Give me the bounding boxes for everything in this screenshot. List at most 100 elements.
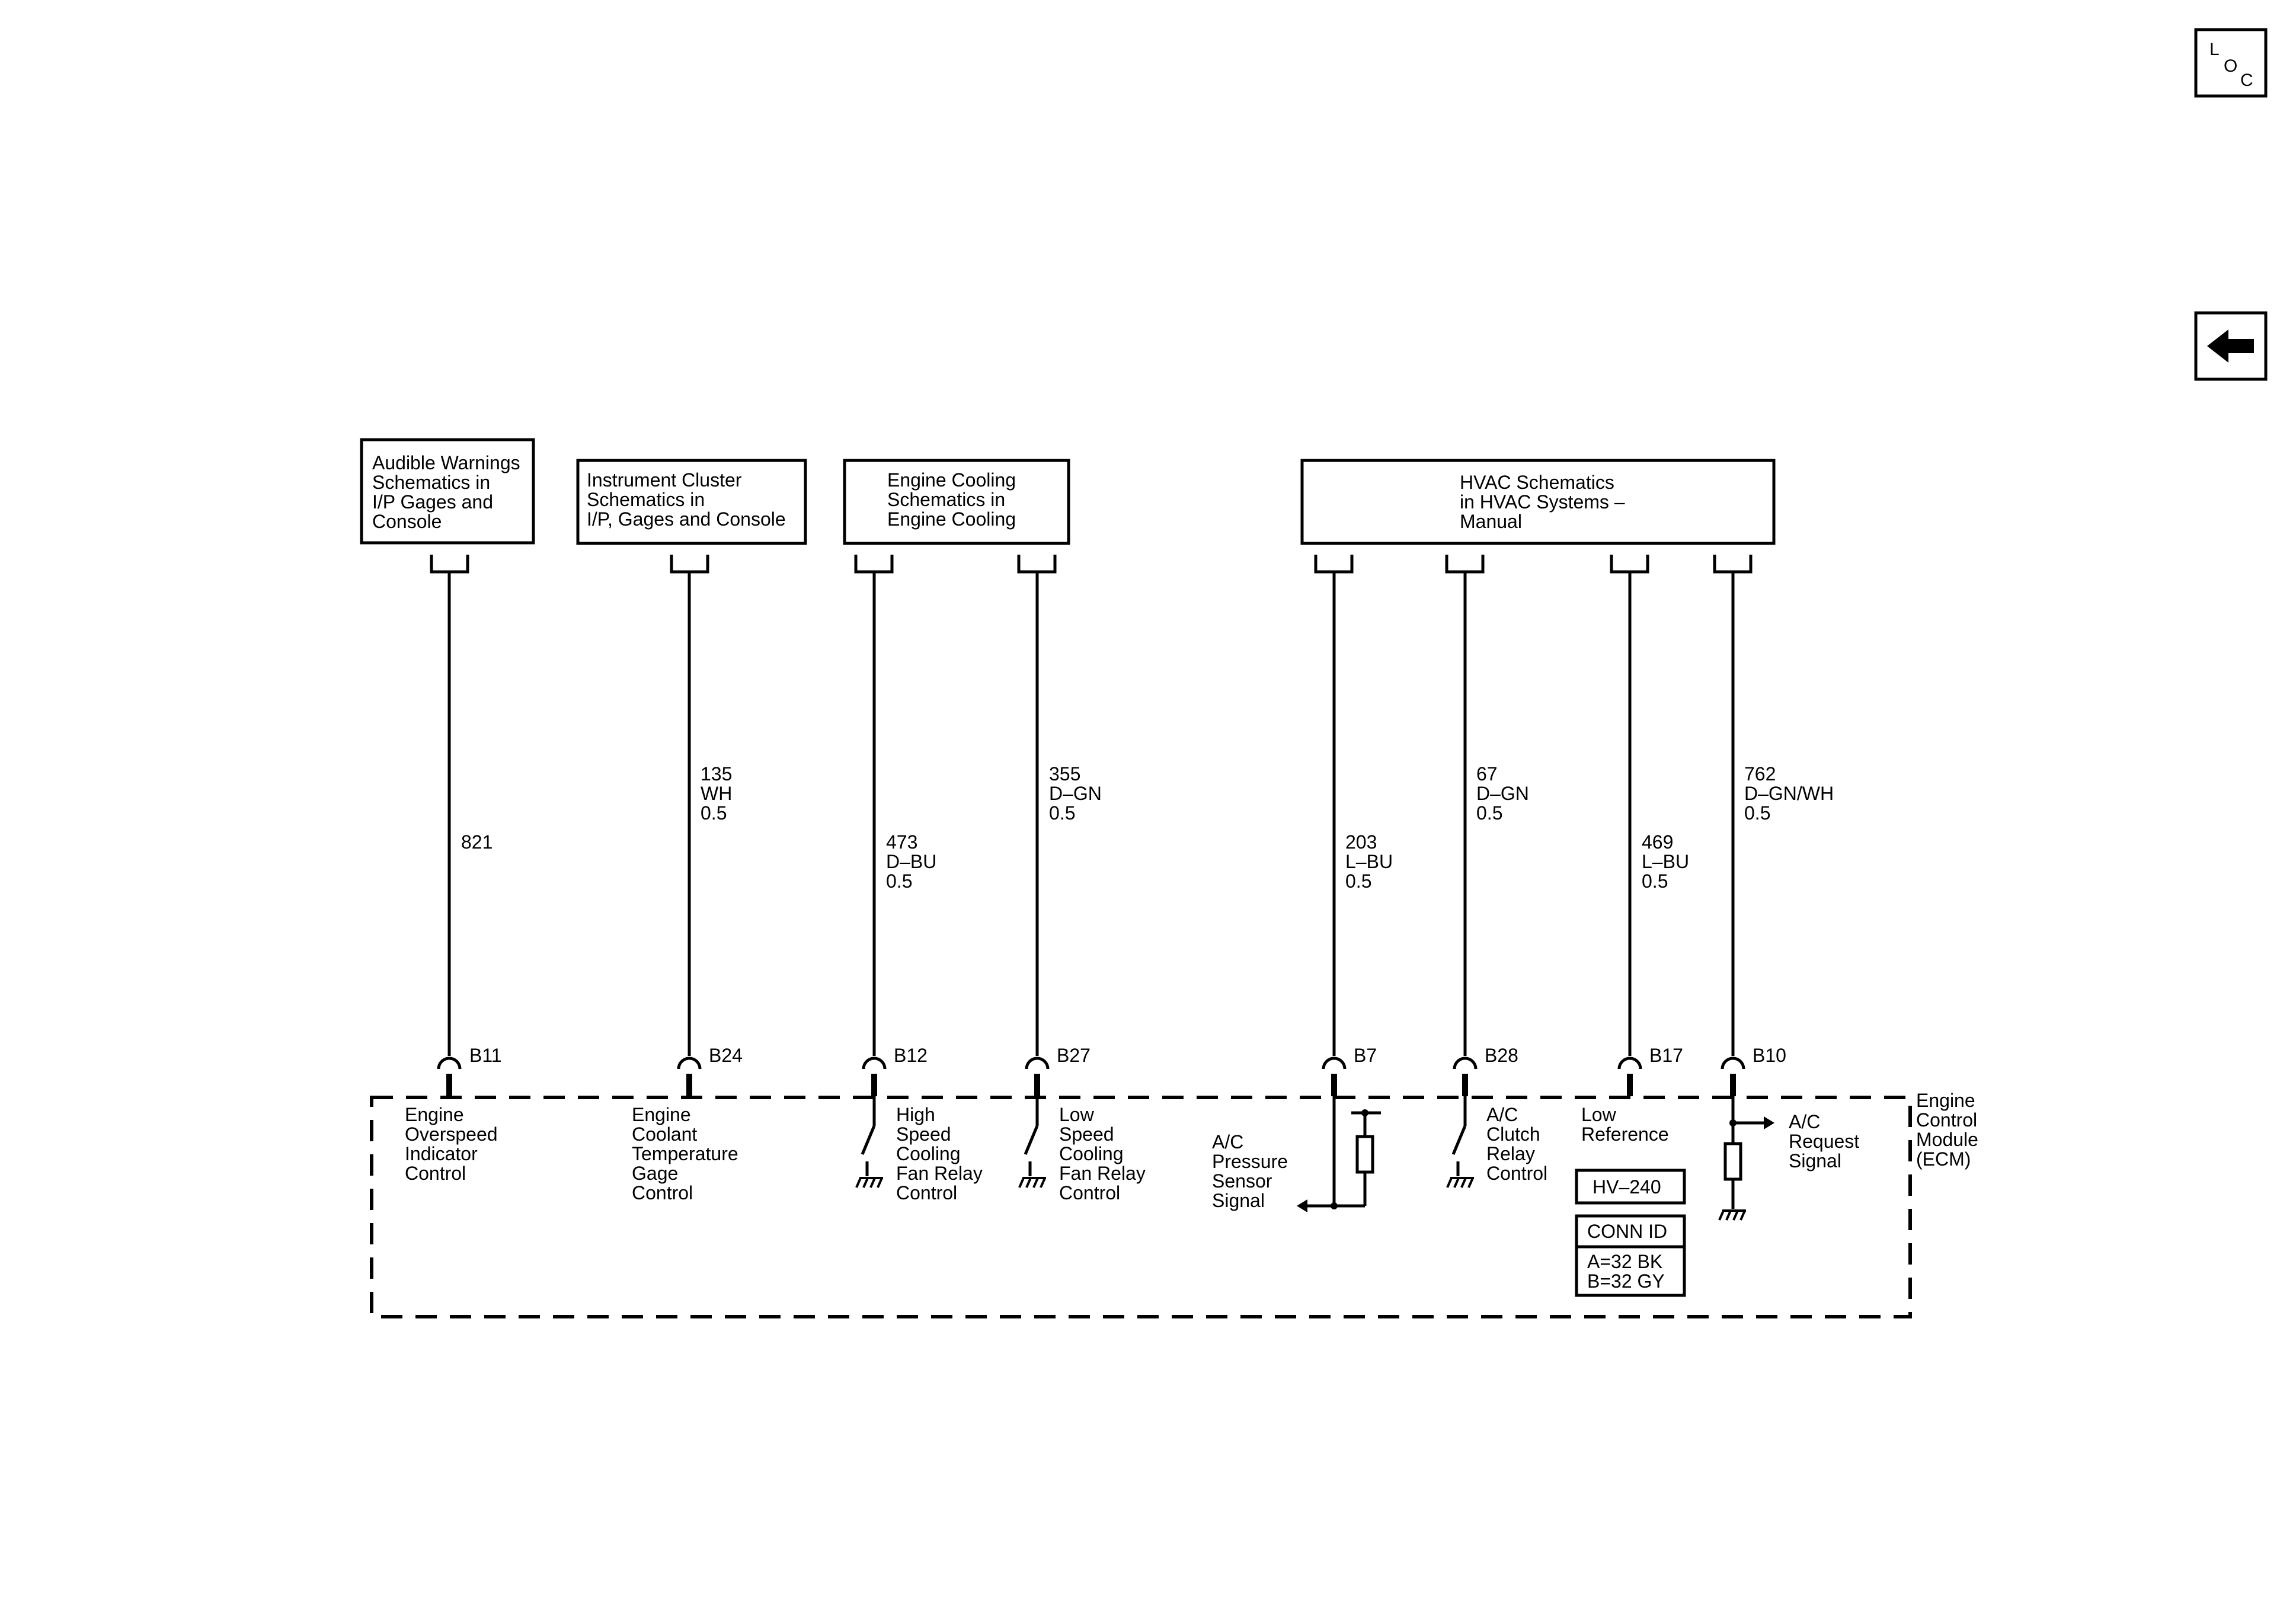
reference-line: I/P, Gages and Console [587, 508, 786, 530]
reference-box[interactable] [360, 438, 535, 545]
function-label: A/C [1486, 1104, 1518, 1125]
back-button[interactable] [2194, 311, 2268, 381]
connector-number: HV–240 [1593, 1176, 1661, 1198]
pin-terminal-icon [862, 1057, 887, 1070]
switch-to-ground-icon [1018, 1096, 1046, 1188]
reference-line: Engine Cooling [887, 508, 1016, 530]
reference-line: Audible Warnings [372, 452, 520, 473]
inline-connector [430, 555, 469, 574]
reference-instrument-cluster[interactable]: Instrument Cluster Schematics in I/P, Ga… [576, 459, 807, 545]
conn-id-header-box [1575, 1214, 1686, 1249]
function-label: Relay [1486, 1143, 1535, 1164]
module-name: Control [1916, 1109, 1977, 1131]
loc-letter-o: O [2224, 56, 2237, 76]
pin-terminal-icon [1322, 1057, 1347, 1070]
pull-up-resistor-icon [1297, 1096, 1381, 1212]
wire-label: 0.5 [701, 802, 727, 824]
module-name: Module [1916, 1129, 1978, 1150]
pin-terminal-icon [437, 1057, 462, 1070]
function-label: Signal [1212, 1190, 1265, 1211]
pin-labels: B11 B24 B12 B27 B7 B28 B17 B10 [469, 1045, 1786, 1066]
reference-line: Schematics in [587, 489, 705, 510]
module-name: (ECM) [1916, 1148, 1971, 1170]
wires [447, 572, 1735, 1056]
reference-line: HVAC Schematics [1460, 472, 1614, 493]
function-label: Low [1059, 1104, 1095, 1125]
reference-box[interactable] [1300, 459, 1776, 545]
function-label: Indicator [405, 1143, 478, 1164]
pin-label: B17 [1649, 1045, 1683, 1066]
conn-id-list-box [1575, 1245, 1686, 1297]
inline-connector [1713, 555, 1753, 574]
inline-connector [854, 555, 894, 574]
wire-labels: 821 135 WH 0.5 473 D–BU 0.5 355 D–GN 0.5… [461, 763, 1834, 892]
wire-label: L–BU [1642, 851, 1689, 872]
reference-line: I/P Gages and [372, 491, 493, 513]
function-label: Fan Relay [1059, 1163, 1146, 1184]
inline-connector [1017, 555, 1057, 574]
function-label: Pressure [1212, 1151, 1288, 1172]
pin-terminal-icon [677, 1057, 702, 1070]
conn-id-entry: B=32 GY [1587, 1270, 1665, 1292]
switch-to-ground-icon [855, 1096, 883, 1188]
reference-line: Manual [1460, 511, 1522, 532]
loc-icon[interactable] [2194, 28, 2268, 98]
pin-terminal-icon [1025, 1057, 1050, 1070]
connector-info: HV–240 CONN ID A=32 BK B=32 GY [1575, 1169, 1686, 1297]
function-label: Cooling [1059, 1143, 1124, 1164]
pull-down-resistor-icon [1718, 1096, 1774, 1221]
function-label: Gage [632, 1163, 678, 1184]
function-label: Engine [632, 1104, 691, 1125]
reference-line: in HVAC Systems – [1460, 491, 1625, 513]
loc-letter-l: L [2209, 40, 2220, 59]
module-name: Engine [1916, 1090, 1975, 1111]
reference-line: Schematics in [887, 489, 1005, 510]
function-label: High [896, 1104, 935, 1125]
inline-connector [1314, 555, 1354, 574]
function-label: Cooling [896, 1143, 961, 1164]
wire-label: 762 [1744, 763, 1776, 785]
function-label: A/C [1212, 1131, 1243, 1153]
function-labels: Engine Overspeed Indicator Control Engin… [405, 1090, 1978, 1211]
function-label: Fan Relay [896, 1163, 983, 1184]
wire-label: 0.5 [1476, 802, 1502, 824]
reference-audible-warnings[interactable]: Audible Warnings Schematics in I/P Gages… [360, 438, 535, 545]
wire-label: D–GN/WH [1744, 783, 1834, 804]
pin-label: B11 [469, 1045, 502, 1066]
reference-box[interactable] [576, 459, 807, 545]
ecm-boundary [370, 1096, 1912, 1318]
function-label: Coolant [632, 1124, 697, 1145]
reference-line: Engine Cooling [887, 469, 1016, 491]
wire-label: D–GN [1049, 783, 1102, 804]
wire-label: L–BU [1345, 851, 1393, 872]
wire-label: 203 [1345, 831, 1377, 853]
wire-label: 473 [886, 831, 917, 853]
wire-label: 135 [701, 763, 732, 785]
wire-label: 355 [1049, 763, 1080, 785]
function-label: Sensor [1212, 1170, 1272, 1192]
loc-letter-c: C [2240, 71, 2253, 90]
function-label: Control [1486, 1163, 1547, 1184]
function-label: Control [405, 1163, 466, 1184]
pin-label: B24 [709, 1045, 743, 1066]
reference-box[interactable] [843, 459, 1070, 545]
function-label: Signal [1789, 1150, 1841, 1172]
inline-connector [670, 555, 709, 574]
reference-engine-cooling[interactable]: Engine Cooling Schematics in Engine Cool… [843, 459, 1070, 545]
pin-label: B28 [1485, 1045, 1518, 1066]
inline-connectors [430, 555, 1753, 574]
wire-label: D–GN [1476, 783, 1529, 804]
wire-label: 67 [1476, 763, 1498, 785]
pin-terminal-icon [1617, 1057, 1642, 1070]
reference-line: Instrument Cluster [587, 469, 742, 491]
loc-button[interactable]: L O C [2194, 28, 2268, 98]
back-arrow-icon[interactable] [2207, 329, 2254, 363]
function-label: Engine [405, 1104, 464, 1125]
function-label: Control [632, 1182, 693, 1204]
wire-label: D–BU [886, 851, 936, 872]
pin-label: B12 [894, 1045, 928, 1066]
inline-connector [1610, 555, 1649, 574]
function-label: Low [1581, 1104, 1617, 1125]
reference-hvac[interactable]: HVAC Schematics in HVAC Systems – Manual [1300, 459, 1776, 545]
